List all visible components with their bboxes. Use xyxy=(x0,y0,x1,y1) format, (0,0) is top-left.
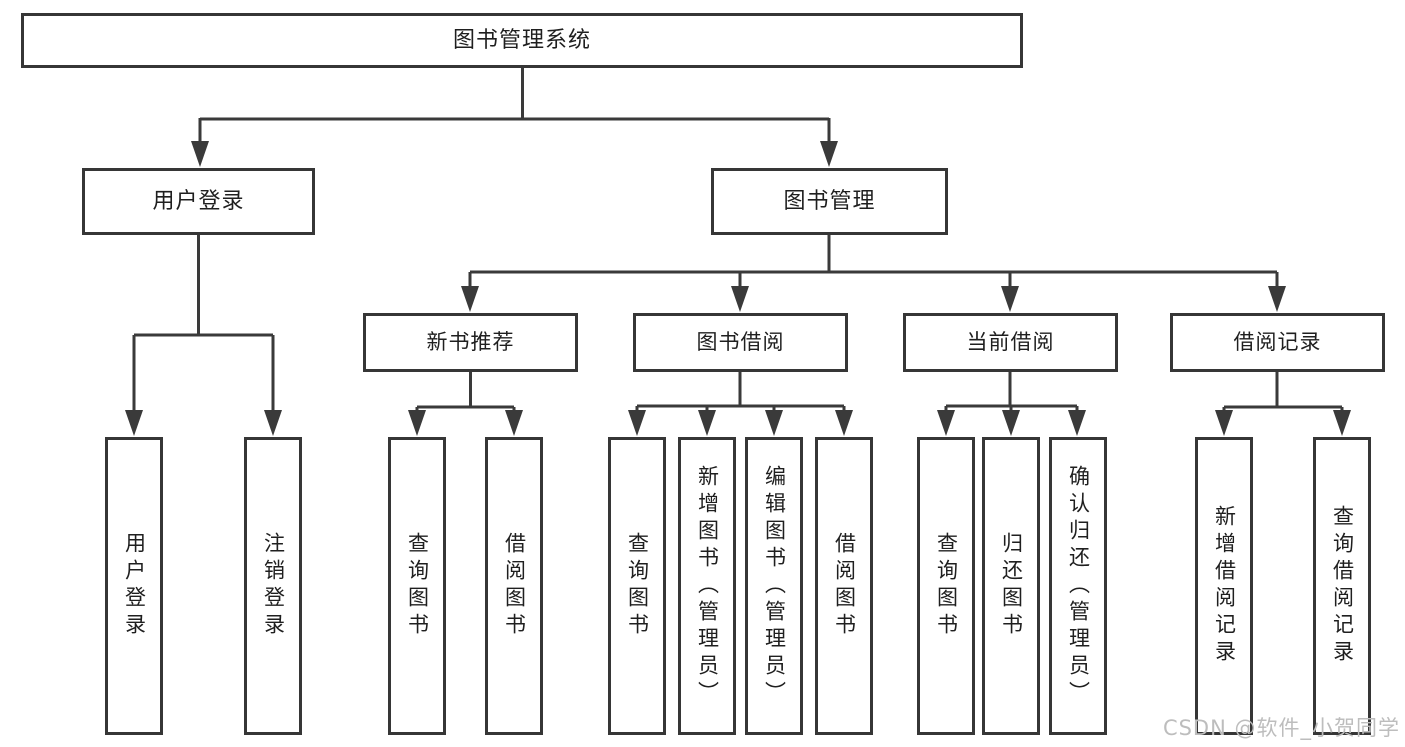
leaf-node-query-books-recommend: 查询图书 xyxy=(388,437,446,735)
module-node-current-borrow: 当前借阅 xyxy=(903,313,1118,372)
leaf-node-query-books-current: 查询图书 xyxy=(917,437,975,735)
leaf-node-borrow-books-recommend: 借阅图书 xyxy=(485,437,543,735)
leaf-node-logout: 注销登录 xyxy=(244,437,302,735)
leaf-node-query-books-borrow: 查询图书 xyxy=(608,437,666,735)
leaf-node-add-borrow-record: 新增借阅记录 xyxy=(1195,437,1253,735)
module-node-borrow-records: 借阅记录 xyxy=(1170,313,1385,372)
leaf-node-borrow-books: 借阅图书 xyxy=(815,437,873,735)
leaf-node-return-books: 归还图书 xyxy=(982,437,1040,735)
leaf-node-edit-books-admin: 编辑图书（管理员） xyxy=(745,437,803,735)
module-node-new-book-recommend: 新书推荐 xyxy=(363,313,578,372)
branch-node-book-management: 图书管理 xyxy=(711,168,948,235)
branch-node-user-login: 用户登录 xyxy=(82,168,315,235)
root-node-library-system: 图书管理系统 xyxy=(21,13,1023,68)
csdn-watermark: CSDN @软件_小贺同学 xyxy=(1162,716,1400,740)
leaf-node-query-borrow-record: 查询借阅记录 xyxy=(1313,437,1371,735)
module-node-book-borrow: 图书借阅 xyxy=(633,313,848,372)
leaf-node-confirm-return-admin: 确认归还（管理员） xyxy=(1049,437,1107,735)
leaf-node-add-books-admin: 新增图书（管理员） xyxy=(678,437,736,735)
leaf-node-user-login: 用户登录 xyxy=(105,437,163,735)
